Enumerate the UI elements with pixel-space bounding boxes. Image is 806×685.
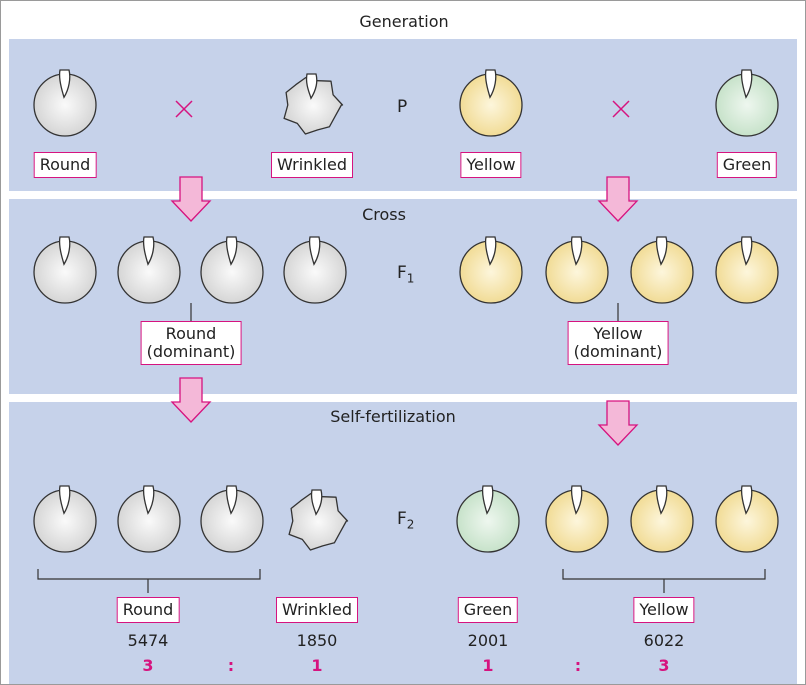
generation-f1: F1 — [397, 263, 415, 286]
cross-symbol-color — [612, 100, 630, 118]
ratio-separator-color: : — [574, 656, 582, 675]
seed-yellow-parent — [459, 69, 523, 137]
count-round: 5474 — [127, 631, 169, 650]
seed-round-f1 — [33, 236, 97, 304]
generation-p: P — [397, 97, 408, 117]
ratio-green: 1 — [482, 656, 494, 675]
seed-round-f1 — [283, 236, 347, 304]
bracket-round-f2 — [37, 569, 261, 593]
seed-yellow-f1 — [459, 236, 523, 304]
seed-wrinkled-parent — [283, 73, 344, 135]
f2-label-wrinkled: Wrinkled — [276, 597, 358, 623]
count-wrinkled: 1850 — [296, 631, 338, 650]
parent-label-round: Round — [33, 152, 97, 178]
seed-round-f2 — [117, 485, 181, 553]
seed-yellow-f2 — [545, 485, 609, 553]
seed-green-parent — [715, 69, 779, 137]
seed-green-f2 — [456, 485, 520, 553]
cross-symbol-shape — [175, 100, 193, 118]
arrow-cross-shape — [170, 176, 212, 222]
parent-label-wrinkled: Wrinkled — [271, 152, 353, 178]
count-green: 2001 — [467, 631, 509, 650]
f2-label-round: Round — [116, 597, 180, 623]
parental-band — [9, 39, 797, 191]
ratio-wrinkled: 1 — [311, 656, 323, 675]
seed-round-f1 — [117, 236, 181, 304]
generation-heading: Generation — [359, 12, 449, 31]
seed-yellow-f2 — [630, 485, 694, 553]
ratio-separator-shape: : — [227, 656, 235, 675]
ratio-yellow: 3 — [658, 656, 670, 675]
seed-yellow-f1 — [545, 236, 609, 304]
f1-label-round-dominant: Round (dominant) — [140, 321, 242, 365]
arrow-selffert-shape — [170, 377, 212, 423]
parent-label-green: Green — [716, 152, 778, 178]
seed-round-f1 — [200, 236, 264, 304]
seed-round-f2 — [200, 485, 264, 553]
cross-heading: Cross — [362, 205, 406, 224]
seed-yellow-f1 — [715, 236, 779, 304]
seed-round-parent — [33, 69, 97, 137]
ratio-round: 3 — [142, 656, 154, 675]
count-yellow: 6022 — [643, 631, 685, 650]
f1-label-yellow-dominant: Yellow (dominant) — [567, 321, 669, 365]
seed-round-f2 — [33, 485, 97, 553]
bracket-yellow-f2 — [562, 569, 766, 593]
seed-yellow-f2 — [715, 485, 779, 553]
seed-yellow-f1 — [630, 236, 694, 304]
parent-label-yellow: Yellow — [460, 152, 522, 178]
generation-f2: F2 — [397, 509, 415, 532]
seed-wrinkled-f2 — [288, 489, 349, 551]
arrow-cross-color — [597, 176, 639, 222]
f2-label-yellow: Yellow — [633, 597, 695, 623]
arrow-selffert-color — [597, 400, 639, 446]
f2-label-green: Green — [457, 597, 519, 623]
self-fertilization-heading: Self-fertilization — [330, 407, 456, 426]
